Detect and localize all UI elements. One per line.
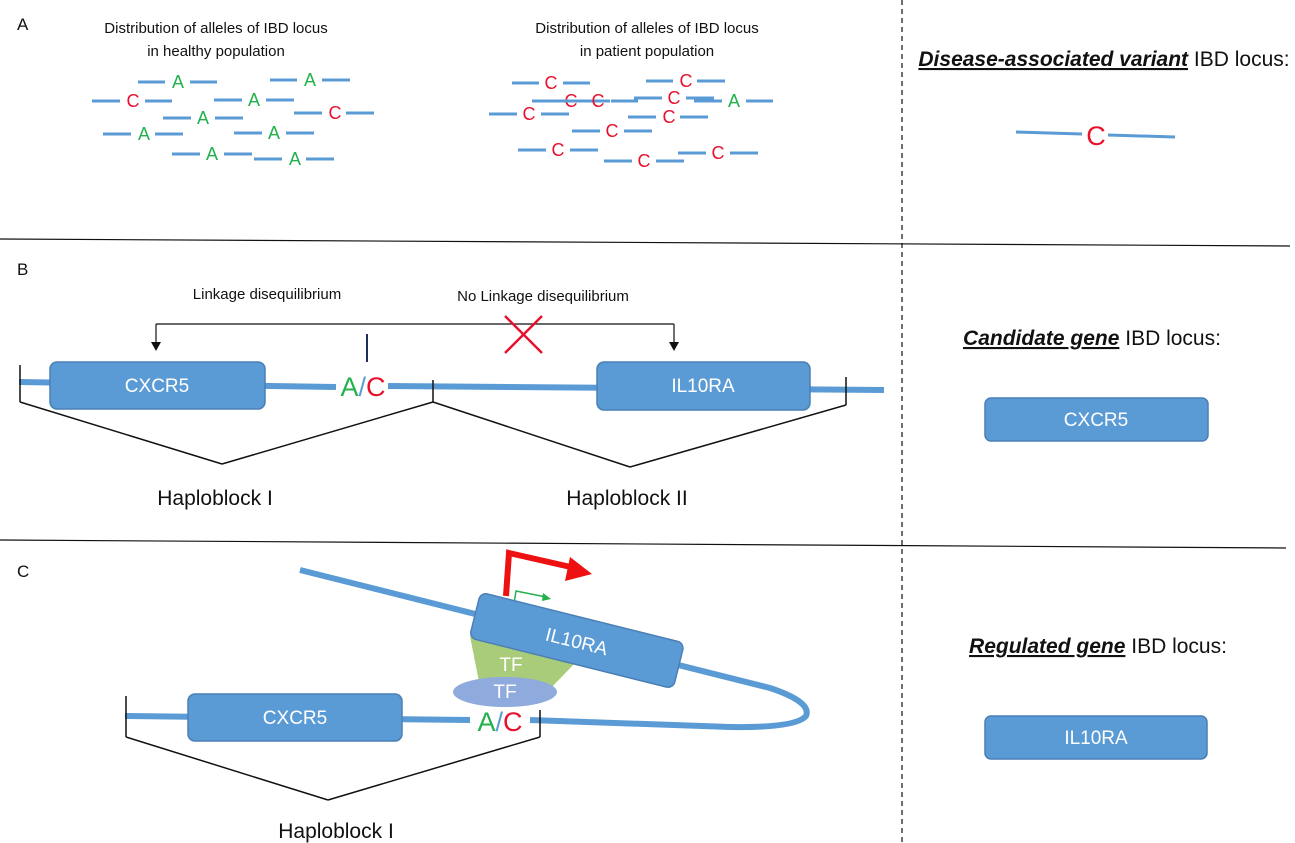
panel-letter-b: B [17,260,28,279]
svg-text:C: C [329,103,342,123]
gene-label-cxcr5-c: CXCR5 [263,708,327,729]
panel-a: A Distribution of alleles of IBD locus i… [17,15,1290,171]
svg-text:C: C [663,107,676,127]
panel-letter-c: C [17,562,29,581]
haploblock-1-label-c: Haploblock I [278,820,394,843]
allele-segment: C [572,121,652,141]
healthy-title-line2: in healthy population [147,43,285,60]
svg-text:A: A [304,70,316,90]
svg-text:C: C [127,91,140,111]
svg-text:C: C [552,140,565,160]
regulated-gene-label: IL10RA [1064,728,1128,749]
panel-c: C TF TF IL10RA CXCR5 A/C Haploblock I [17,549,1227,843]
patient-allele-segments: C C C C C C A C C C C C [489,71,773,171]
patient-title-line1: Distribution of alleles of IBD locus [535,20,758,37]
snp-alleles: A/C [340,372,385,402]
gene-box-il10ra [596,361,811,411]
allele-segment: C [489,104,569,124]
dna-loop [299,567,810,731]
linkage-connector [151,323,679,362]
allele-segment: C [634,88,714,108]
patient-title-line2: in patient population [580,43,714,60]
svg-text:C: C [523,104,536,124]
svg-text:A: A [138,124,150,144]
svg-text:A: A [268,123,280,143]
tf-upper-label: TF [499,655,522,676]
haploblock-1-label: Haploblock I [157,487,273,510]
snp-alleles-c: A/C [477,707,522,737]
haploblock-bracket-c [125,696,541,801]
haploblock-2-label: Haploblock II [566,487,687,510]
weak-transcription-arrow [513,590,547,605]
gene-box-cxcr5-c [187,693,403,742]
panel-letter-a: A [17,15,29,34]
svg-text:C: C [592,91,605,111]
variant-allele: C [1086,121,1106,151]
allele-segment: C [558,91,638,111]
gene-label-il10ra: IL10RA [671,376,735,397]
variant-segment-right [1107,133,1176,139]
svg-text:A: A [197,108,209,128]
gene-box-cxcr5 [49,361,266,410]
svg-text:A: A [728,91,740,111]
variant-segment-left [1015,130,1083,136]
divider-a-b [0,238,1291,247]
allele-segment: C [628,107,708,127]
svg-text:C: C [668,88,681,108]
svg-text:C: C [545,73,558,93]
svg-text:A: A [206,144,218,164]
allele-segment: C [518,140,598,160]
allele-segment: C [92,91,172,111]
svg-text:C: C [680,71,693,91]
svg-text:A: A [172,72,184,92]
svg-text:C: C [638,151,651,171]
side-title-regulated: Regulated gene IBD locus: [969,635,1227,658]
allele-segment: C [646,71,725,91]
allele-segment: A [694,91,773,111]
allele-segment: C [604,151,684,171]
healthy-title-line1: Distribution of alleles of IBD locus [104,20,327,37]
allele-segment: A [172,144,252,164]
allele-segment: C [294,103,374,123]
svg-text:C: C [712,143,725,163]
tf-lower-label: TF [493,682,516,703]
side-title-candidate: Candidate gene IBD locus: [963,327,1221,350]
allele-segment: A [163,108,243,128]
allele-segment: A [214,90,294,110]
no-ld-label: No Linkage disequilibrium [457,288,629,305]
side-title-variant: Disease-associated variant IBD locus: [918,48,1289,71]
candidate-gene-box [984,397,1209,442]
tf-blue-ellipse [453,677,557,707]
gene-label-cxcr5: CXCR5 [125,376,189,397]
weak-transcription-arrowhead [542,593,551,601]
gene-box-il10ra-loop: IL10RA [470,593,684,688]
no-linkage-cross-icon [504,315,543,354]
ld-label: Linkage disequilibrium [193,286,341,303]
allele-segment: A [234,123,314,143]
allele-segment: C [678,143,758,163]
panel-b: B Linkage disequilibrium No Linkage dise… [17,260,1221,510]
strong-transcription-arrowhead [565,557,592,581]
allele-segment: A [270,70,350,90]
haploblock-bracket-2 [432,377,847,468]
candidate-gene-label: CXCR5 [1064,410,1128,431]
strong-transcription-arrow [503,549,576,597]
svg-text:C: C [606,121,619,141]
allele-segment: A [138,72,217,92]
haploblock-bracket-1 [19,365,434,465]
allele-segment: A [103,124,183,144]
svg-text:A: A [248,90,260,110]
svg-text:A: A [289,149,301,169]
healthy-allele-segments: A A C A C A A A A A [92,70,374,169]
regulated-gene-box [984,715,1208,760]
allele-segment: A [254,149,334,169]
divider-b-c [0,539,1287,549]
allele-segment: C [512,73,590,93]
